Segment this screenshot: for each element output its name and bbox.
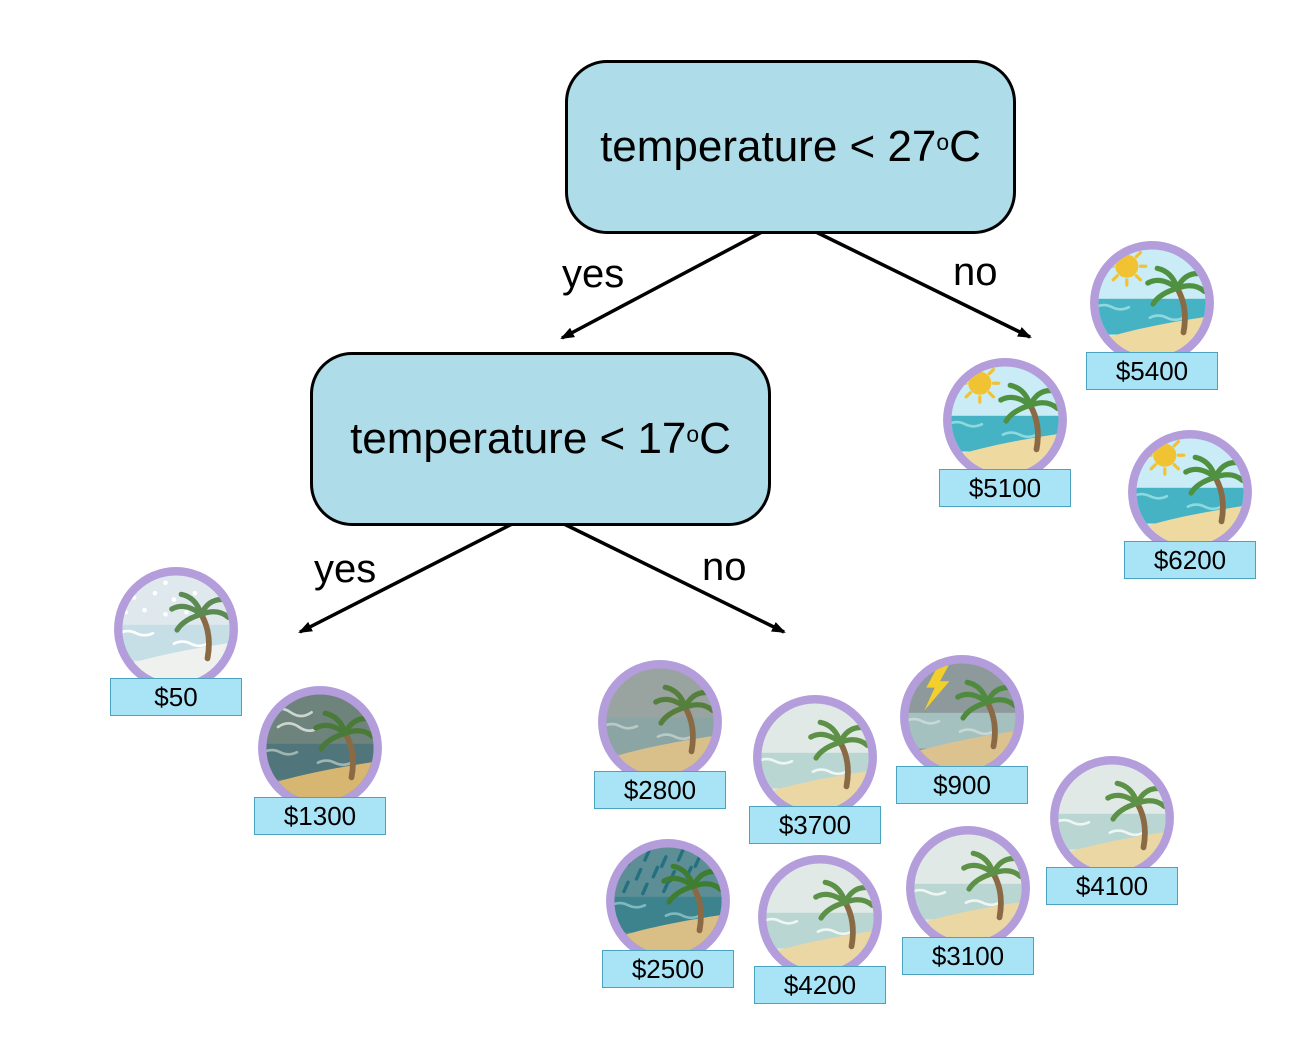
decision-node-temperature-27: temperature < 27oC (565, 60, 1016, 234)
price-label: $4100 (1046, 867, 1178, 905)
leaf-item: $2800 (594, 659, 726, 809)
stormy-beach-icon (257, 685, 383, 811)
lightning-beach-icon (899, 654, 1025, 780)
sunny-beach-icon (1127, 429, 1253, 555)
leaf-item: $5400 (1086, 240, 1218, 390)
leaf-item: $900 (896, 654, 1028, 804)
snowy-beach-icon (113, 566, 239, 692)
cloudy-beach-icon (752, 694, 878, 820)
leaf-item: $4100 (1046, 755, 1178, 905)
price-label: $1300 (254, 797, 386, 835)
branch-label-no: no (953, 250, 998, 294)
overcast-beach-icon (597, 659, 723, 785)
leaf-item: $1300 (254, 685, 386, 835)
decision-node-text: temperature < 27oC (600, 122, 981, 171)
branch-label-yes: yes (314, 547, 377, 591)
price-label: $4200 (754, 966, 886, 1004)
price-label: $3700 (749, 806, 881, 844)
leaf-item: $6200 (1124, 429, 1256, 579)
sunny-beach-icon (1089, 240, 1215, 366)
decision-node-temperature-17: temperature < 17oC (310, 352, 771, 526)
price-label: $6200 (1124, 541, 1256, 579)
rainy-beach-icon (605, 838, 731, 964)
price-label: $900 (896, 766, 1028, 804)
leaf-item: $4200 (754, 854, 886, 1004)
price-label: $50 (110, 678, 242, 716)
price-label: $5100 (939, 469, 1071, 507)
leaf-item: $50 (110, 566, 242, 716)
leaf-item: $3700 (749, 694, 881, 844)
price-label: $2500 (602, 950, 734, 988)
cloudy-beach-icon (1049, 755, 1175, 881)
cloudy-beach-icon (905, 825, 1031, 951)
price-label: $3100 (902, 937, 1034, 975)
leaf-item: $3100 (902, 825, 1034, 975)
decision-node-text: temperature < 17oC (350, 414, 731, 463)
price-label: $5400 (1086, 352, 1218, 390)
branch-label-yes: yes (562, 252, 625, 296)
price-label: $2800 (594, 771, 726, 809)
sunny-beach-icon (942, 357, 1068, 483)
leaf-item: $2500 (602, 838, 734, 988)
branch-label-no: no (702, 545, 747, 589)
leaf-item: $5100 (939, 357, 1071, 507)
cloudy-beach-icon (757, 854, 883, 980)
